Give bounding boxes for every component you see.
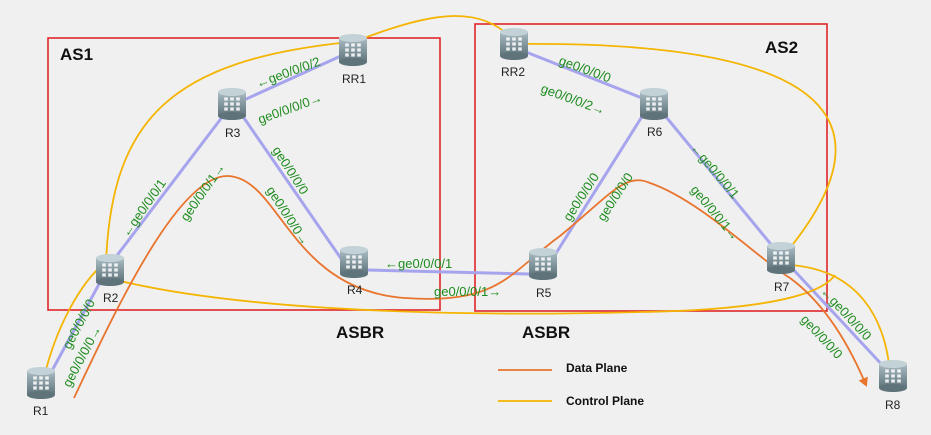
router-r4: R4 <box>340 246 368 297</box>
port-label: ge0/0/0/1→ <box>434 284 501 299</box>
router-icon <box>96 254 124 286</box>
router-rr1: RR1 <box>339 34 367 86</box>
port-label: ←ge0/0/0/2 <box>254 54 322 91</box>
asbr-label-as1: ASBR <box>336 323 384 342</box>
link-r1-r2 <box>46 274 106 379</box>
router-r5: R5 <box>529 248 557 300</box>
legend-control-plane-label: Control Plane <box>566 394 644 408</box>
as-box-as1: AS1 <box>47 37 441 311</box>
router-label: R8 <box>885 398 901 412</box>
link-r4-r5 <box>367 268 531 276</box>
router-icon <box>529 248 557 280</box>
router-r3: R3 <box>218 88 246 140</box>
router-label: R5 <box>536 286 552 300</box>
link-r3-rr1 <box>243 53 344 102</box>
control-plane-paths <box>43 15 891 379</box>
router-icon <box>879 360 907 392</box>
port-label: ←ge0/0/0/1 <box>385 256 452 271</box>
router-icon <box>27 367 55 399</box>
link-r7-r8 <box>788 264 887 370</box>
router-label: R7 <box>774 280 790 294</box>
router-label: R4 <box>347 283 363 297</box>
router-icon <box>339 34 367 66</box>
as-label: AS2 <box>765 38 798 57</box>
port-label: ge0/0/0/1→ <box>177 160 228 224</box>
link-r5-r6 <box>551 114 645 259</box>
asbr-label-as2: ASBR <box>522 323 570 342</box>
port-label: ←ge0/0/0/1 <box>118 176 169 240</box>
router-label: RR1 <box>342 72 366 86</box>
router-icon <box>767 242 795 274</box>
router-icon <box>340 246 368 278</box>
legend-data-plane-label: Data Plane <box>566 361 628 375</box>
physical-links <box>46 50 887 379</box>
router-r8: R8 <box>879 360 907 412</box>
link-r6-r7 <box>660 111 776 249</box>
router-label: R6 <box>647 125 663 139</box>
router-icon <box>640 88 668 120</box>
router-icon <box>500 28 528 60</box>
link-r2-r3 <box>110 111 228 263</box>
router-label: R2 <box>103 291 119 305</box>
port-label: ge0/0/0/0→ <box>263 183 312 248</box>
link-r3-r4 <box>242 117 344 261</box>
control-path-r2-rr1 <box>105 41 351 263</box>
port-label: ge0/0/0/0→ <box>256 90 324 127</box>
router-r2: R2 <box>96 254 124 305</box>
port-label: ge0/0/0/0 <box>557 53 613 86</box>
router-icon <box>218 88 246 120</box>
control-path-rr2-r7 <box>515 43 837 249</box>
port-label: ge0/0/0/2→ <box>539 81 607 118</box>
router-label: R3 <box>225 126 241 140</box>
router-r6: R6 <box>640 88 668 139</box>
control-path-r3-r5-arc <box>353 15 513 43</box>
legend: Data Plane Control Plane <box>498 361 644 408</box>
router-label: RR2 <box>501 65 525 79</box>
link-rr2-r6 <box>525 50 643 100</box>
control-path-r1-r8 <box>107 274 836 315</box>
control-path-r7-r8 <box>789 264 891 373</box>
as-label: AS1 <box>60 45 93 64</box>
router-r7: R7 <box>767 242 795 294</box>
router-rr2: RR2 <box>500 28 528 79</box>
router-r1: R1 <box>27 367 55 418</box>
router-label: R1 <box>33 404 49 418</box>
